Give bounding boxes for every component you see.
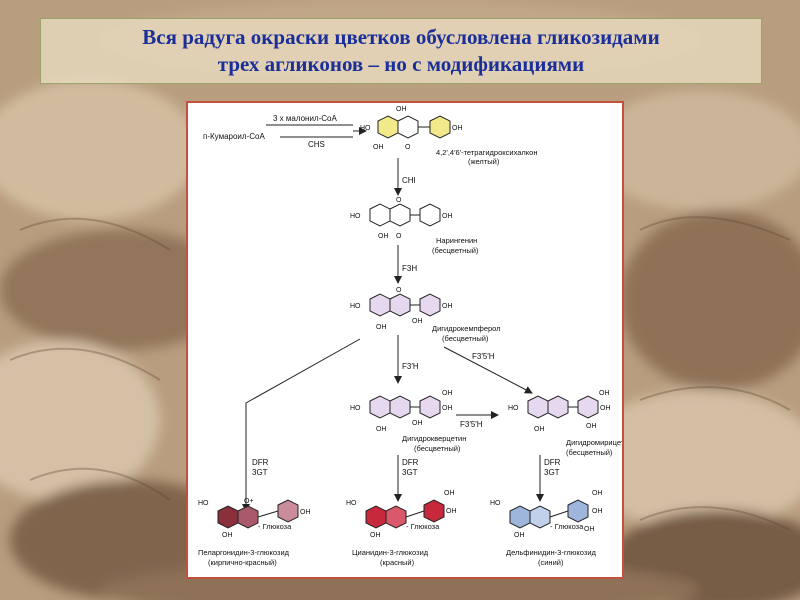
svg-text:HO: HO [350,303,361,310]
pelargonidin-molecule: HO OH OH O+ - Глюкоза [198,498,311,539]
svg-text:OH: OH [442,303,453,310]
chalcone-color: (желтый) [468,157,500,166]
svg-text:OH: OH [300,509,311,516]
title-line-1: Вся радуга окраски цветков обусловлена г… [142,25,660,49]
svg-text:O: O [396,233,402,240]
dfr-label-3: DFR [544,458,561,467]
svg-text:OH: OH [586,423,597,430]
svg-text:OH: OH [442,405,453,412]
svg-text:OH: OH [376,426,387,433]
naringenin-color: (бесцветный) [432,246,479,255]
chalcone-name: 4,2′,4′6′-тетрагидроксихалкон [436,148,537,157]
dhk-color: (бесцветный) [442,334,489,343]
dhk-name: Дигидрокемпферол [432,324,501,333]
title-box: Вся радуга окраски цветков обусловлена г… [40,18,762,84]
svg-text:OH: OH [396,106,407,113]
svg-text:HO: HO [346,500,357,507]
dhm-name: Дигидромирицетин [566,438,622,447]
anthocyanin-pathway-diagram: 3 x малонил-CoA п-Кумароил-CoA CHS HO OH… [186,101,624,579]
svg-text:O: O [405,144,411,151]
malonyl-coa-label: 3 x малонил-CoA [273,114,337,123]
svg-text:HO: HO [360,125,371,132]
title-line-2: трех агликонов – но с модификациями [217,52,585,76]
enzyme-chi-label: CHI [402,176,416,185]
svg-text:OH: OH [412,318,423,325]
chalcone-molecule: HO OH OH OH O [360,106,463,151]
svg-text:HO: HO [508,405,519,412]
enzyme-f3prime-h-label: F3′H [402,362,419,371]
pelargonidin-name: Пеларгонидин-3-глюкозид [198,548,290,557]
dihydroquercetin-molecule: HO OH OH OH OH [350,390,453,433]
svg-text:OH: OH [222,532,233,539]
svg-text:- Глюкоза: - Глюкоза [550,522,584,531]
naringenin-name: Нарингенин [436,236,477,245]
cyanidin-molecule: HO OH OH OH - Глюкоза [346,490,457,539]
svg-text:HO: HO [350,405,361,412]
3gt-label-3: 3GT [544,468,560,477]
svg-text:OH: OH [373,144,384,151]
dhq-color: (бесцветный) [414,444,461,453]
svg-text:HO: HO [350,213,361,220]
svg-text:HO: HO [490,500,501,507]
svg-text:OH: OH [444,490,455,497]
svg-text:O: O [396,197,402,204]
dfr-label-2: DFR [402,458,419,467]
dihydromyricetin-molecule: HO OH OH OH OH [508,390,611,433]
svg-text:OH: OH [452,125,463,132]
delphinidin-molecule: HO OH OH OH OH - Глюкоза [490,490,603,539]
3gt-label-2: 3GT [402,468,418,477]
enzyme-f35h-label: F3′5′H [472,352,495,361]
pelargonidin-color: (кирпично-красный) [208,558,277,567]
svg-text:OH: OH [376,324,387,331]
dhk-to-pelargonidin-arrow [242,338,361,512]
dfr-label-1: DFR [252,458,269,467]
svg-text:OH: OH [584,526,595,533]
svg-text:OH: OH [378,233,389,240]
svg-text:OH: OH [599,390,610,397]
svg-text:OH: OH [592,508,603,515]
dhm-color: (бесцветный) [566,448,613,457]
enzyme-chs-label: CHS [308,140,325,149]
svg-text:- Глюкоза: - Глюкоза [406,522,440,531]
cyanidin-name: Цианидин-3-глюкозид [352,548,429,557]
svg-text:O+: O+ [244,498,254,505]
svg-text:OH: OH [446,508,457,515]
coumaroyl-coa-label: п-Кумароил-CoA [203,132,265,141]
svg-text:OH: OH [412,420,423,427]
f35h-arrow [443,346,533,394]
svg-text:- Глюкоза: - Глюкоза [258,522,292,531]
3gt-label-1: 3GT [252,468,268,477]
cyanidin-color: (красный) [380,558,415,567]
enzyme-f35h-2-label: F3′5′H [460,420,483,429]
pathway-svg: 3 x малонил-CoA п-Кумароил-CoA CHS HO OH… [198,106,622,567]
svg-text:OH: OH [442,390,453,397]
svg-text:OH: OH [514,532,525,539]
delphinidin-name: Дельфинидин-3-глюкозид [506,548,597,557]
svg-text:HO: HO [198,500,209,507]
precursor-lines [266,124,353,138]
naringenin-molecule: HO OH OH O O [350,197,453,240]
dihydrokaempferol-molecule: HO OH OH O OH [350,287,453,331]
svg-text:O: O [396,287,402,294]
dhq-name: Дигидрокверцетин [402,434,466,443]
svg-text:OH: OH [370,532,381,539]
svg-text:OH: OH [442,213,453,220]
delphinidin-color: (синий) [538,558,564,567]
svg-text:OH: OH [592,490,603,497]
svg-text:OH: OH [600,405,611,412]
enzyme-f3h-label: F3H [402,264,417,273]
svg-text:OH: OH [534,426,545,433]
